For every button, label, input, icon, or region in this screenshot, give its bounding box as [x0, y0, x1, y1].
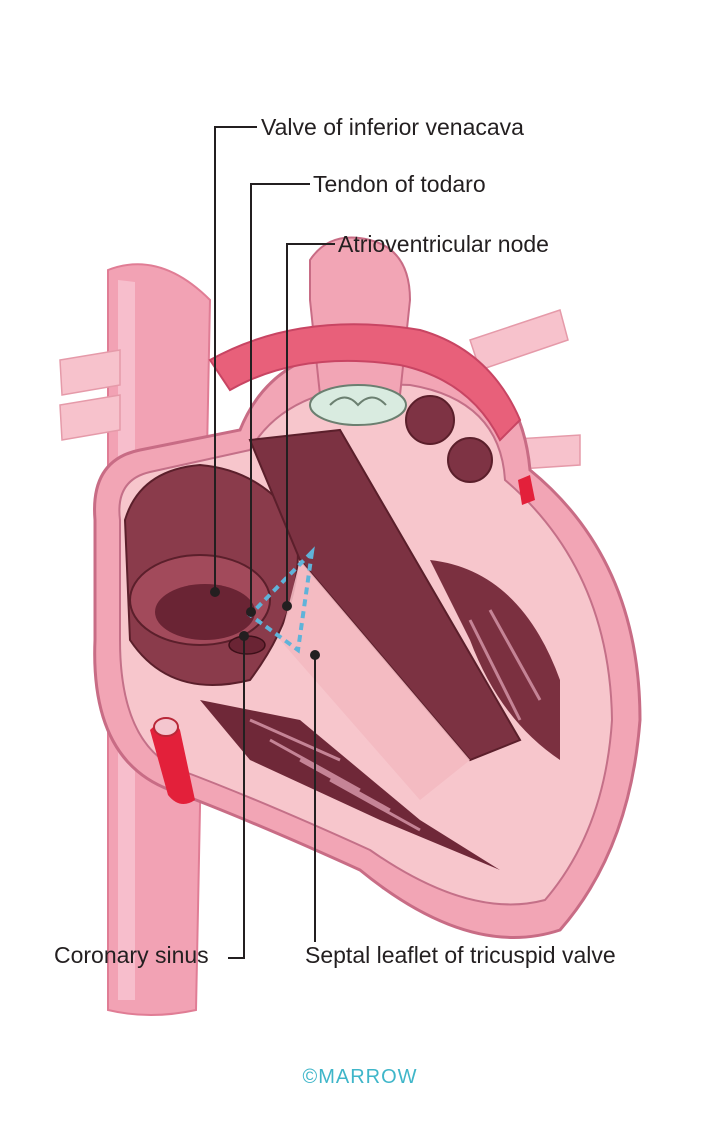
label-valve-ivc: Valve of inferior venacava [261, 114, 524, 140]
coronary-vessel-cut [150, 720, 195, 804]
label-coronary-sinus: Coronary sinus [54, 942, 209, 968]
pointer-dot-septal-leaflet [310, 650, 320, 660]
copyright-brand: ©MARROW [302, 1066, 418, 1088]
leader-coronary-sinus [228, 638, 245, 959]
pulmonary-vessel-left [59, 349, 121, 396]
right-ventricle-outflow [248, 428, 522, 762]
left-ventricle [430, 560, 560, 760]
pointer-dot-coronary-sinus [239, 631, 249, 641]
label-tendon-todaro: Tendon of todaro [313, 171, 486, 197]
pulmonary-vessel-right [469, 309, 569, 371]
leader-tendon-todaro [250, 183, 310, 610]
aorta [309, 236, 412, 396]
pointer-dot-av-node [282, 601, 292, 611]
label-septal-leaflet: Septal leaflet of tricuspid valve [305, 942, 616, 968]
pointer-dot-valve-ivc [210, 587, 220, 597]
pulmonary-vein-opening [405, 395, 455, 445]
pointer-dot-tendon-todaro [246, 607, 256, 617]
leader-av-node [286, 243, 335, 605]
label-av-node: Atrioventricular node [338, 231, 549, 257]
leader-valve-ivc [214, 126, 257, 590]
triangle-of-koch [246, 546, 315, 654]
